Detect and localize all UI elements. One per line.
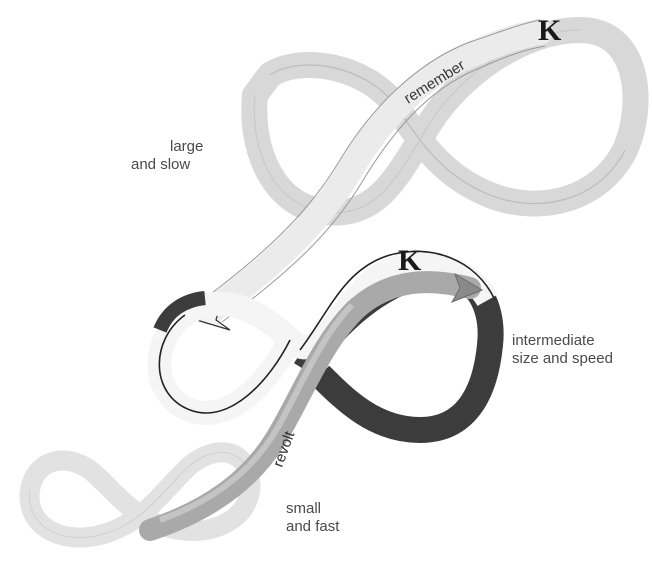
large-slow-label-line2: and slow [131,156,190,173]
k-marker-large: K [538,16,561,46]
k-marker-intermediate: K [398,246,421,276]
small-fast-label-line1: small [286,500,321,517]
small-fast-label-line2: and fast [286,518,339,535]
large-slow-label-line1: large [170,138,203,155]
intermediate-label-line1: intermediate [512,332,595,349]
intermediate-label-line2: size and speed [512,350,613,367]
